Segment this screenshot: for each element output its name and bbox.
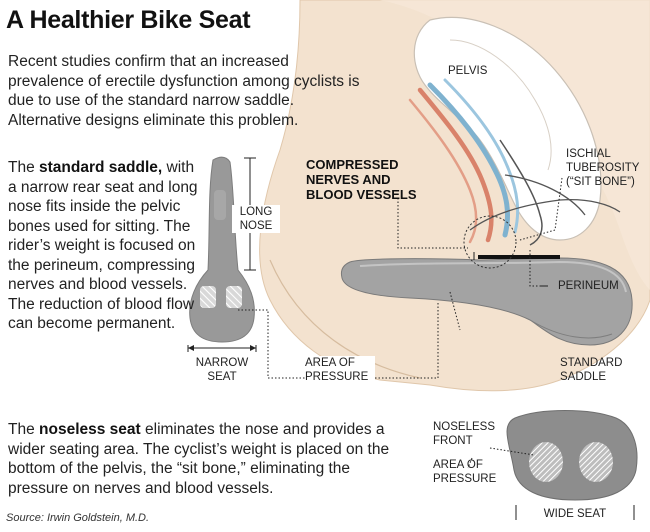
noseless-rest: eliminates the nose and provides a wider… (8, 421, 390, 497)
page-title: A Healthier Bike Seat (6, 6, 251, 34)
thigh (380, 0, 650, 290)
nerve-blue (427, 82, 511, 238)
label-area-pressure-2: PRESSURE (433, 473, 497, 485)
label-compressed-2: NERVES AND (306, 172, 391, 187)
narrow-saddle-top (189, 156, 255, 343)
label-ischial-2: TUBEROSITY (566, 162, 640, 174)
nerve-dark (499, 139, 543, 246)
label-perineum: PERINEUM (558, 280, 619, 292)
label-compressed: COMPRESSED NERVES AND BLOOD VESSELS (306, 157, 466, 202)
noseless-seat-paragraph: The noseless seat eliminates the nose an… (8, 420, 408, 498)
label-long-nose: LONG NOSE (232, 205, 280, 233)
label-noseless-front: NOSELESS FRONT (433, 420, 495, 448)
label-compressed-1: COMPRESSED (306, 157, 399, 172)
standard-saddle-side (340, 257, 633, 346)
nerve-blue-2 (443, 78, 520, 234)
noseless-bold: noseless seat (39, 421, 141, 438)
label-noseless-front-2: FRONT (433, 435, 473, 447)
label-ischial-3: (“SIT BONE”) (566, 176, 635, 188)
label-noseless-front-1: NOSELESS (433, 421, 495, 433)
compressed-circle (463, 215, 517, 269)
label-ischial: ISCHIAL TUBEROSITY (“SIT BONE”) (566, 147, 639, 189)
label-long-nose-1: LONG (239, 206, 273, 218)
intro-paragraph: Recent studies confirm that an increased… (8, 53, 360, 129)
std-bold: standard saddle, (39, 159, 163, 176)
label-compressed-3: BLOOD VESSELS (306, 187, 417, 202)
label-pelvis: PELVIS (448, 65, 488, 77)
nerve-dark-3 (469, 199, 621, 231)
label-wide-seat: WIDE SEAT (516, 507, 634, 521)
label-long-nose-2: NOSE (239, 220, 273, 232)
label-standard-saddle: STANDARD SADDLE (560, 356, 622, 384)
label-standard-saddle-2: SADDLE (560, 371, 607, 383)
label-standard-saddle-1: STANDARD (560, 357, 623, 369)
pelvis-inner (449, 39, 552, 171)
label-narrow-seat: NARROW SEAT (186, 356, 258, 384)
standard-saddle-paragraph: The standard saddle, with a narrow rear … (8, 158, 198, 334)
label-area-pressure: AREA OF PRESSURE (433, 458, 496, 486)
noseless-lead: The (8, 421, 40, 438)
label-area-pressure-1: AREA OF (433, 459, 483, 471)
label-ischial-1: ISCHIAL (566, 148, 611, 160)
label-narrow-seat-2: SEAT (207, 371, 237, 383)
pelvis-bone (413, 16, 602, 241)
std-lead: The (8, 159, 40, 176)
noseless-saddle-top (506, 410, 638, 501)
perineum-contact (478, 255, 560, 259)
vessel-red (417, 87, 494, 243)
body-outline (269, 259, 421, 379)
std-rest: with a narrow rear seat and long nose fi… (8, 159, 198, 332)
source-credit: Source: Irwin Goldstein, M.D. (6, 512, 150, 524)
nerve-dark-2 (504, 174, 586, 216)
label-area-pressure-inline: AREA OF PRESSURE (305, 356, 375, 384)
label-narrow-seat-1: NARROW (195, 357, 249, 369)
label-wide-seat-text: WIDE SEAT (541, 508, 609, 520)
